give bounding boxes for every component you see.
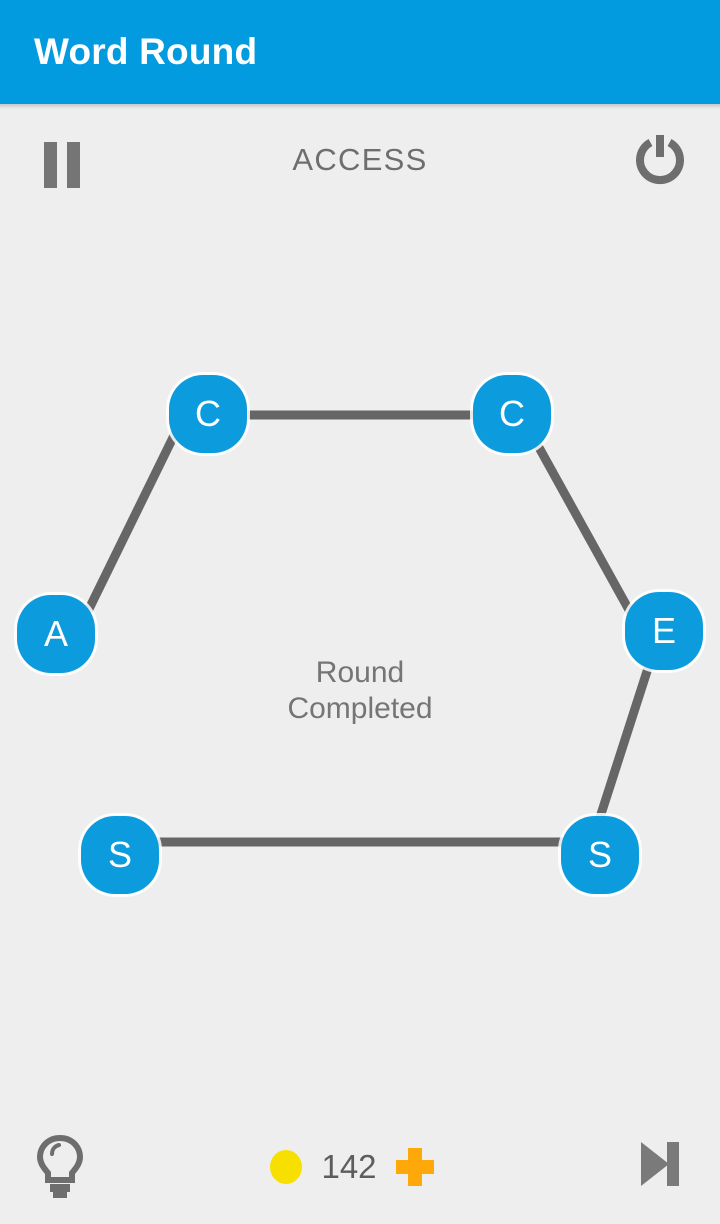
current-word-label: ACCESS bbox=[292, 142, 428, 177]
lightbulb-icon[interactable] bbox=[34, 1132, 86, 1202]
letter-node-s-1[interactable]: S bbox=[81, 816, 159, 894]
edge-c-a bbox=[83, 409, 191, 613]
letter-node-label: S bbox=[107, 834, 132, 875]
letter-node-c-2[interactable]: C bbox=[473, 375, 551, 453]
coin-counter: 142 bbox=[270, 1144, 434, 1190]
pause-bar-left bbox=[44, 142, 57, 188]
power-icon[interactable] bbox=[634, 133, 686, 185]
lightbulb-icon-glyph bbox=[36, 1134, 84, 1198]
coin-count-label: 142 bbox=[321, 1148, 377, 1185]
app-bar: Word Round bbox=[0, 0, 720, 104]
status-row: ACCESS bbox=[0, 109, 720, 219]
power-icon-glyph bbox=[636, 135, 684, 185]
letter-node-e[interactable]: E bbox=[625, 592, 703, 670]
board-edges bbox=[83, 409, 655, 847]
bottom-toolbar: 142 bbox=[0, 1110, 720, 1224]
letter-node-label: E bbox=[651, 610, 676, 651]
app-title: Word Round bbox=[34, 31, 258, 72]
coin-icon bbox=[270, 1150, 302, 1184]
letter-node-label: A bbox=[43, 613, 68, 654]
app-bar-shadow bbox=[0, 104, 720, 109]
letter-board: C C A E S S Round Completed bbox=[0, 219, 720, 1110]
letter-node-label: S bbox=[587, 834, 612, 875]
skip-next-icon[interactable] bbox=[633, 1138, 687, 1190]
round-status-message: Round Completed bbox=[287, 656, 433, 725]
pause-icon[interactable] bbox=[40, 142, 84, 188]
pause-bar-right bbox=[67, 142, 80, 188]
plus-icon[interactable] bbox=[396, 1148, 434, 1186]
plus-bar-vertical bbox=[408, 1148, 422, 1186]
letter-node-c-1[interactable]: C bbox=[169, 375, 247, 453]
letter-node-label: C bbox=[195, 393, 221, 434]
edge-e-s bbox=[588, 660, 655, 841]
skip-next-icon-glyph bbox=[641, 1142, 679, 1186]
letter-node-a[interactable]: A bbox=[17, 595, 95, 673]
letter-node-label: C bbox=[499, 393, 525, 434]
letter-node-s-2[interactable]: S bbox=[561, 816, 639, 894]
edge-c-e bbox=[517, 412, 638, 622]
